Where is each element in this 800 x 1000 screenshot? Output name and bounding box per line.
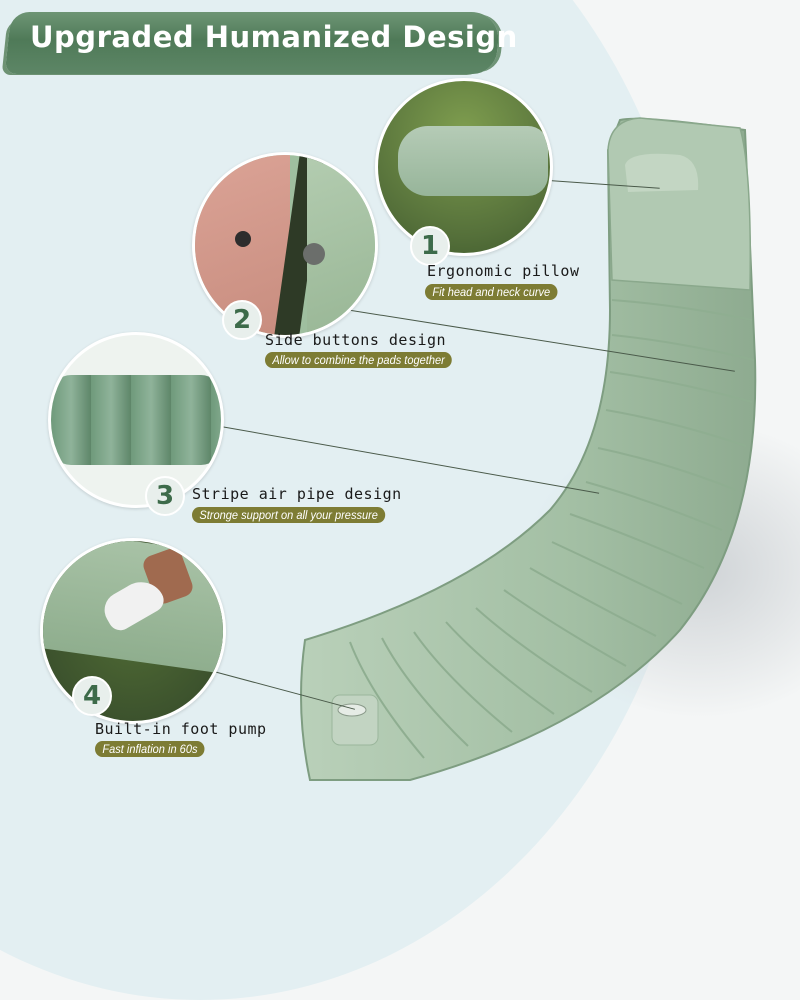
feature-3-number: 3 — [145, 476, 185, 516]
feature-2-title: Side buttons design — [265, 331, 447, 349]
feature-4-number: 4 — [72, 676, 112, 716]
feature-3-title: Stripe air pipe design — [192, 485, 402, 503]
feature-2-number: 2 — [222, 300, 262, 340]
feature-1-title: Ergonomic pillow — [427, 262, 580, 280]
feature-3-closeup — [48, 332, 224, 508]
feature-4-closeup — [40, 538, 226, 724]
page-title: Upgraded Humanized Design — [30, 20, 518, 54]
feature-4-subtitle: Fast inflation in 60s — [95, 741, 205, 757]
sleeping-pad-image — [300, 117, 757, 781]
feature-2-subtitle: Allow to combine the pads together — [265, 352, 453, 368]
feature-1-number: 1 — [410, 226, 450, 266]
feature-1-subtitle: Fit head and neck curve — [425, 284, 558, 300]
feature-3-subtitle: Stronge support on all your pressure — [192, 507, 386, 523]
feature-1-closeup — [375, 78, 553, 256]
feature-2-closeup — [192, 152, 378, 338]
feature-4-title: Built-in foot pump — [95, 720, 267, 738]
